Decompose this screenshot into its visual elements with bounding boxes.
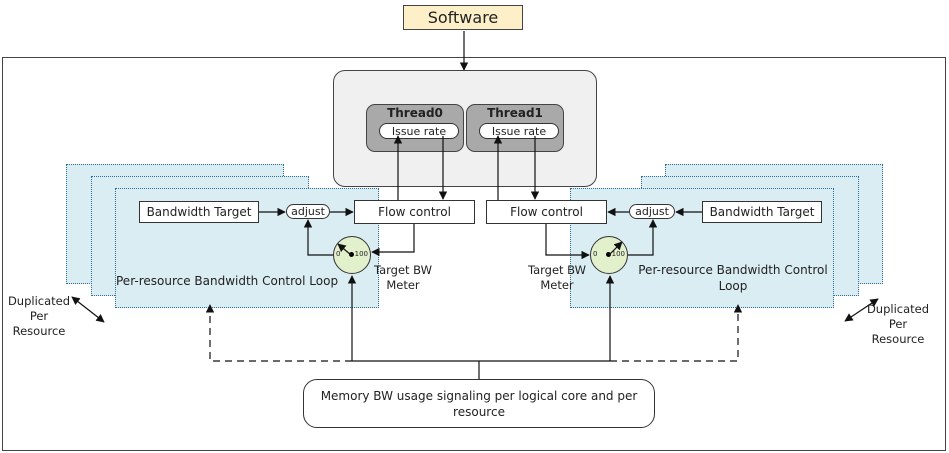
right-flow-control: Flow control [486,200,607,224]
right-meter-min: 0 [593,250,598,258]
right-bandwidth-target-label: Bandwidth Target [709,205,815,219]
left-flow-to-meter-arrow [371,224,415,257]
right-bandwidth-target: Bandwidth Target [702,201,822,223]
main-frame [2,57,946,451]
right-flow-to-meter-arrow [545,224,590,260]
thread1-box: Thread1 Issue rate [466,104,564,152]
right-bw-meter: 0 100 [590,236,628,274]
left-meter-pivot [349,252,354,257]
right-meter-to-adjust-arrow [628,219,658,256]
thread0-issue-rate: Issue rate [379,123,459,139]
thread1-title: Thread1 [487,106,543,120]
memory-bw-signal-label: Memory BW usage signaling per logical co… [320,388,638,419]
left-adjust: adjust [286,204,330,219]
left-bandwidth-target: Bandwidth Target [139,201,259,223]
right-duplicated-arrow [844,298,879,322]
right-duplicated-label: Duplicated Per Resource [866,302,930,346]
left-dashed-feedback-arrow [205,304,352,362]
left-flow-control: Flow control [354,200,475,224]
left-loop-label: Per-resource Bandwidth Control Loop [116,274,339,288]
left-meter-max: 100 [354,250,368,258]
thread0-title: Thread0 [387,106,443,120]
left-meter-needle [337,243,352,256]
left-bandwidth-target-label: Bandwidth Target [146,205,252,219]
thread0-box: Thread0 Issue rate [366,104,464,152]
memory-bw-signal-box: Memory BW usage signaling per logical co… [303,379,655,428]
software-label: Software [427,8,499,27]
left-meter-label: Target BW Meter [373,263,433,292]
left-duplicated-arrow [71,296,105,323]
software-box: Software [403,5,523,30]
right-meter-pivot [606,252,611,257]
thread1-issue-rate: Issue rate [479,123,559,139]
right-meter-needle [608,241,623,256]
left-flow-control-label: Flow control [378,205,451,219]
right-flow-control-label: Flow control [510,205,583,219]
left-meter-to-adjust-arrow [303,219,333,256]
left-meter-min: 0 [336,250,341,258]
right-loop-label: Per-resource Bandwidth Control Loop [638,263,828,293]
left-duplicated-label: Duplicated Per Resource [7,294,71,338]
right-meter-max: 100 [611,250,625,258]
left-bw-meter: 0 100 [333,236,371,274]
right-dashed-feedback-arrow [610,304,743,362]
right-meter-label: Target BW Meter [527,263,587,292]
right-adjust: adjust [629,204,675,219]
